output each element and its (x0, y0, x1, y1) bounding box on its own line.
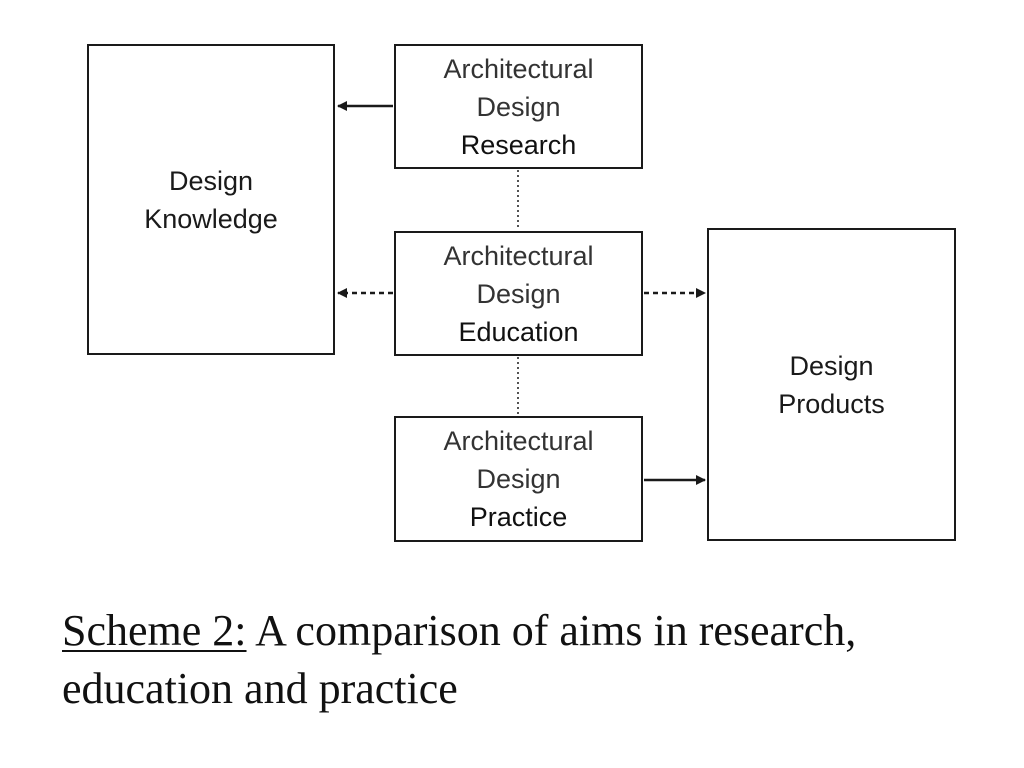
practice-line1: Architectural (443, 426, 594, 456)
architectural-design-research-box: Architectural Design Research (394, 44, 643, 169)
architectural-design-education-box: Architectural Design Education (394, 231, 643, 356)
design-products-line1: Design (789, 350, 874, 381)
caption-label: Scheme 2: (62, 606, 247, 655)
education-line2: Design (476, 278, 561, 309)
education-line1: Architectural (443, 240, 594, 271)
design-knowledge-line1: Design (168, 165, 254, 196)
research-line3: Research (460, 129, 577, 160)
design-products-line2: Products (778, 388, 885, 419)
design-knowledge-line2: Knowledge (144, 203, 278, 234)
education-line3: Education (458, 316, 579, 347)
research-line1: Architectural (443, 53, 594, 84)
research-line2: Design (476, 91, 561, 122)
architectural-design-practice-box: Architectural Design Practice (394, 416, 643, 542)
figure-caption: Scheme 2: A comparison of aims in resear… (62, 602, 962, 718)
practice-line2: Design (476, 464, 561, 494)
design-products-box: Design Products (707, 228, 956, 541)
design-knowledge-box: Design Knowledge (87, 44, 335, 355)
caption-text: A comparison of aims in research, educat… (62, 606, 857, 713)
practice-line3: Practice (469, 502, 568, 532)
